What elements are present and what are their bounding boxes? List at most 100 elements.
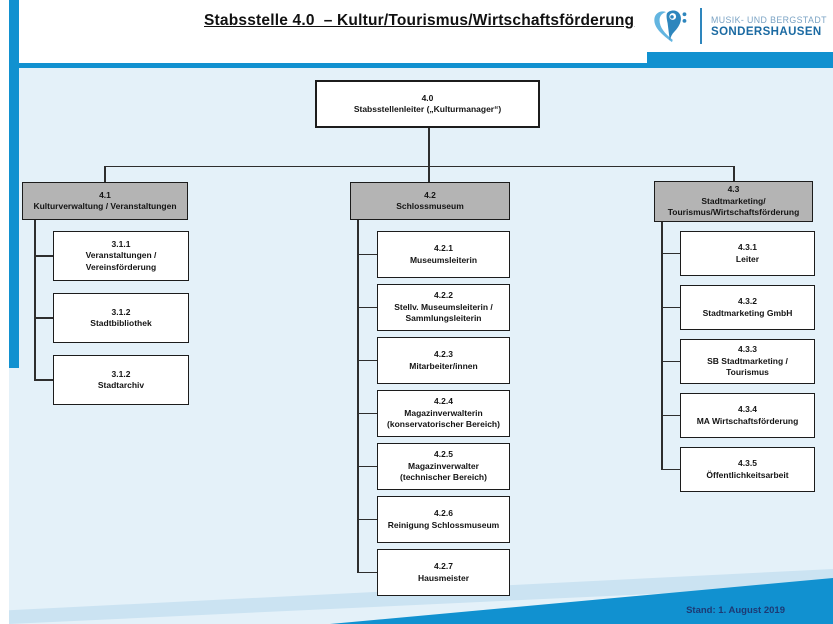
connector-drop-4-1 bbox=[104, 165, 106, 183]
org-node-4-2-6-5-title: Reinigung Schlossmuseum bbox=[387, 519, 500, 530]
org-node-4-2-7-6-title: Hausmeister bbox=[417, 572, 470, 583]
org-node-4-0-id: 4.0 bbox=[421, 92, 434, 103]
connector-stub bbox=[661, 252, 680, 255]
connector-vertical bbox=[357, 220, 359, 573]
org-node-3-1-1-0-title: Veranstaltungen / Vereinsförderung bbox=[85, 250, 157, 272]
date-stamp: Stand: 1. August 2019 bbox=[686, 605, 785, 616]
header-rule-thin bbox=[19, 63, 647, 68]
org-head-4-1-id: 4.1 bbox=[99, 189, 111, 200]
org-node-3-1-2-1-id: 3.1.2 bbox=[111, 306, 131, 317]
org-node-4-2-4-3-title: Magazinverwalterin (konservatorischer Be… bbox=[387, 407, 500, 430]
connector-stub bbox=[34, 317, 53, 319]
city-logo: MUSIK- UND BERGSTADT SONDERSHAUSEN bbox=[650, 3, 827, 49]
org-node-4-3-2-1-id: 4.3.2 bbox=[738, 296, 757, 307]
connector-stub bbox=[661, 414, 680, 417]
page-title: Stabsstelle 4.0 – Kultur/Tourismus/Wirts… bbox=[204, 12, 635, 29]
connector-stub bbox=[661, 360, 680, 363]
connector-vertical bbox=[661, 222, 663, 470]
org-node-4-2-5-4-title: Magazinverwalter (technischer Bereich) bbox=[400, 460, 487, 483]
connector-stub bbox=[357, 359, 377, 362]
org-node-4-2-3-2-title: Mitarbeiter/innen bbox=[409, 360, 478, 371]
org-node-4-3-4-3-title: MA Wirtschaftsförderung bbox=[696, 415, 799, 426]
org-node-4-2-5-4-id: 4.2.5 bbox=[434, 449, 453, 460]
org-node-4-3-1-0-title: Leiter bbox=[735, 253, 760, 264]
org-head-4-3-title: Stadtmarketing/ Tourismus/Wirtschaftsför… bbox=[667, 195, 800, 218]
connector-horizontal bbox=[104, 165, 734, 168]
org-node-4-0-title: Stabsstellenleiter („Kulturmanager“) bbox=[353, 104, 502, 114]
org-node-4-3-4-3-id: 4.3.4 bbox=[738, 404, 757, 415]
connector-stub bbox=[661, 468, 680, 471]
org-node-4-2-4-3-id: 4.2.4 bbox=[434, 396, 453, 407]
connector-stub bbox=[357, 465, 377, 468]
org-node-3-1-2-2-title: Stadtarchiv bbox=[97, 380, 145, 390]
org-node-4-2-2-1-id: 4.2.2 bbox=[434, 290, 453, 301]
org-node-3-1-2-2-id: 3.1.2 bbox=[111, 368, 131, 379]
org-head-4-2-id: 4.2 bbox=[424, 189, 436, 200]
org-node-4-3-5-4-id: 4.3.5 bbox=[738, 458, 757, 469]
org-node-4-3-3-2-id: 4.3.3 bbox=[738, 344, 757, 355]
connector-stub bbox=[357, 306, 377, 309]
connector-stub bbox=[661, 306, 680, 309]
org-node-4-3-5-4-title: Öffentlichkeitsarbeit bbox=[706, 469, 789, 480]
org-node-3-1-2-1-title: Stadtbibliothek bbox=[90, 318, 152, 328]
connector-root-drop bbox=[428, 128, 430, 182]
org-head-4-1-title: Kulturverwaltung / Veranstaltungen bbox=[33, 201, 177, 211]
org-node-4-2-1-0-id: 4.2.1 bbox=[434, 243, 453, 254]
logo-line2: SONDERSHAUSEN bbox=[711, 25, 822, 38]
connector-stub bbox=[357, 412, 377, 415]
logo-text: MUSIK- UND BERGSTADT SONDERSHAUSEN bbox=[711, 15, 827, 38]
connector-vertical bbox=[34, 220, 36, 380]
org-node-4-2-7-6-id: 4.2.7 bbox=[434, 561, 453, 572]
org-node-4-2-3-2-id: 4.2.3 bbox=[434, 349, 453, 360]
org-node-4-3-3-2-title: SB Stadtmarketing / Tourismus bbox=[707, 355, 788, 378]
org-node-4-3-2-1-title: Stadtmarketing GmbH bbox=[702, 307, 793, 318]
org-node-3-1-1-0-id: 3.1.1 bbox=[111, 238, 131, 249]
connector-stub bbox=[34, 379, 53, 381]
bass-clef-heart-icon bbox=[654, 10, 687, 43]
logo-divider bbox=[700, 8, 702, 44]
header-rule-thick bbox=[647, 52, 833, 68]
connector-stub bbox=[34, 255, 53, 257]
org-node-4-3-1-0-id: 4.3.1 bbox=[738, 242, 757, 253]
connector-stub bbox=[357, 571, 377, 574]
connector-stub bbox=[357, 518, 377, 521]
org-node-4-2-2-1-title: Stellv. Museumsleiterin / Sammlungsleite… bbox=[394, 301, 493, 324]
